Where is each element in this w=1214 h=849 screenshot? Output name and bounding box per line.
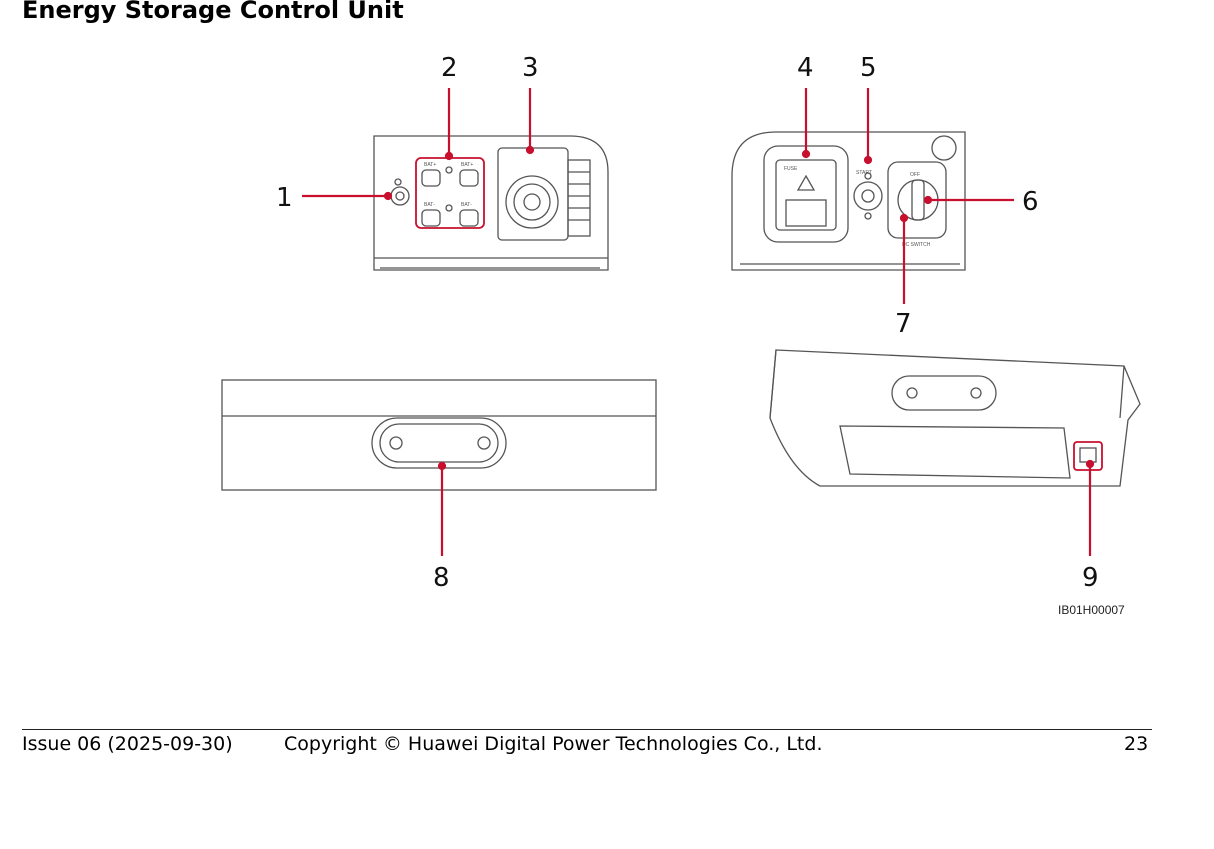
bat-minus-label-2: BAT- — [461, 202, 472, 208]
product-figure: BAT+ BAT+ BAT- BAT- FUSE START DC SWITCH… — [221, 53, 1141, 617]
battery-terminal-block — [415, 157, 485, 229]
bat-plus-label-2: BAT+ — [461, 162, 473, 168]
fuse-label: FUSE — [784, 166, 798, 172]
page-title: Energy Storage Control Unit — [22, 0, 404, 24]
footer-divider — [22, 729, 1152, 730]
bottom-view — [769, 349, 1141, 487]
callout-1: 1 — [276, 183, 293, 213]
start-button-shape — [853, 181, 883, 211]
callout-9: 9 — [1082, 563, 1099, 593]
figure-id: IB01H00007 — [1058, 603, 1125, 617]
callout-8: 8 — [433, 563, 450, 593]
callout-5: 5 — [860, 53, 877, 83]
port-area — [1073, 441, 1103, 471]
bat-minus-label-1: BAT- — [424, 202, 435, 208]
bat-plus-label-1: BAT+ — [424, 162, 436, 168]
footer-copyright: Copyright © Huawei Digital Power Technol… — [284, 733, 823, 755]
footer-issue: Issue 06 (2025-09-30) — [22, 733, 233, 755]
callout-3: 3 — [522, 53, 539, 83]
front-view — [221, 379, 657, 491]
callout-6: 6 — [1022, 187, 1039, 217]
callout-7: 7 — [895, 309, 912, 339]
start-label: START — [856, 170, 872, 176]
dc-switch-label: DC SWITCH — [902, 242, 931, 248]
off-label: OFF — [910, 172, 920, 178]
callout-2: 2 — [441, 53, 458, 83]
callout-4: 4 — [797, 53, 814, 83]
page-number: 23 — [1124, 733, 1149, 755]
callout-lines — [302, 88, 1095, 556]
side-panel-view — [373, 135, 609, 271]
